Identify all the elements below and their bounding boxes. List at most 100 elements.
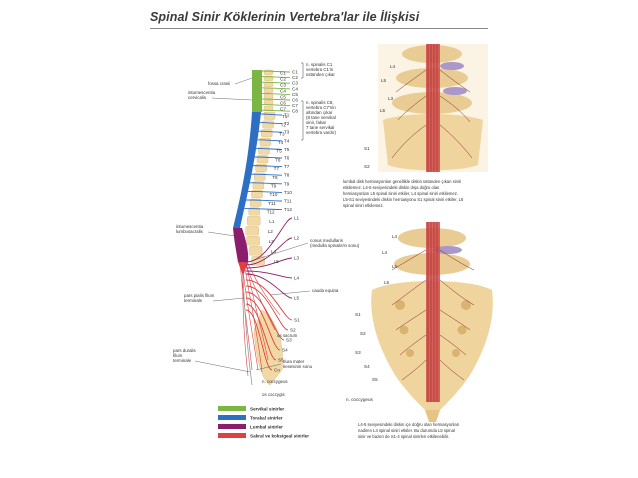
c1-annotation: n. spinalis C1 vertebra C1'in üstünden ç… xyxy=(306,62,335,77)
vertebra-label: L3 xyxy=(269,239,275,244)
spinal-nerve-line xyxy=(245,199,283,202)
top-caption-line: lumbal disk herniasyonları genellikle di… xyxy=(343,179,461,184)
label-dura-1: dura mater xyxy=(283,359,305,364)
bottom-panel-labels: L4 L4 L5 L5 S1 S2 S3 S4 S5 n. coccygeus xyxy=(346,234,398,402)
vertebra-label: T1 xyxy=(282,114,288,119)
spinal-nerve-label: L3 xyxy=(294,256,300,261)
top-label: L5 xyxy=(380,108,386,113)
label-pars-pialis-2: terminale xyxy=(184,298,203,303)
c1-note-line: n. spinalis C1 xyxy=(306,62,333,67)
vertebra-body xyxy=(252,181,265,190)
spinal-nerve-label: L2 xyxy=(294,236,300,241)
spinal-nerve-label: T8 xyxy=(284,173,290,178)
top-label: S1 xyxy=(364,146,370,151)
spinal-nerve-line xyxy=(248,182,283,185)
bottom-label: L5 xyxy=(384,280,390,285)
spinal-nerve-line xyxy=(257,70,291,73)
leader-int-lumbo xyxy=(207,231,236,237)
sacral-foramen xyxy=(406,349,414,357)
vertebra-body xyxy=(263,93,274,99)
leader-pars-pialis xyxy=(212,297,245,302)
leader-conus xyxy=(247,242,309,263)
c8-note-line: vertebra vardır) xyxy=(306,130,337,135)
top-label: L5 xyxy=(381,78,387,83)
vertebra-body xyxy=(249,198,262,207)
thoracic-cord xyxy=(233,112,261,228)
vertebra-label: L5 xyxy=(274,259,280,264)
bottom-label: L4 xyxy=(392,234,398,239)
sacral-foramen xyxy=(452,349,460,357)
spinal-nerve-line xyxy=(245,291,285,341)
label-conus-2: (medulla spinalis'in sonu) xyxy=(310,243,360,248)
spinal-nerve-label: T1 xyxy=(284,113,290,118)
label-conus-1: conus medullaris xyxy=(310,238,344,243)
leader-pars-duralis xyxy=(194,360,251,373)
legend-swatch-lumbar xyxy=(218,424,246,429)
coccyx xyxy=(425,410,440,422)
spinal-nerve-line xyxy=(245,270,293,279)
legend-swatch-thoracic xyxy=(218,415,246,420)
spinal-nerve-line xyxy=(244,208,283,211)
bottom-caption: L4-5 seviyesindeki diskin içe doğru olan… xyxy=(358,422,459,439)
spinal-nerve-line xyxy=(259,113,283,116)
c1-note-line: üstünden çıkar xyxy=(306,72,335,77)
vertebra-label: T8 xyxy=(272,175,278,180)
c8-annotation: n. spinalis C8, vertebra C7'nin altından… xyxy=(306,100,337,135)
c8-note-line: sinir, fakat xyxy=(306,120,327,125)
vertebra-label: C1 xyxy=(280,71,286,76)
legend-label-thoracic: Torakal sinirler xyxy=(250,416,283,421)
spinal-nerve-label: S1 xyxy=(294,318,300,323)
cervical-cord xyxy=(252,70,262,112)
spinal-nerve-label: C3 xyxy=(292,81,298,86)
vertebra-label: T7 xyxy=(274,166,280,171)
spinal-nerve-label: T3 xyxy=(284,130,290,135)
spinal-nerve-line xyxy=(257,92,291,95)
vertebra-label: C5 xyxy=(280,95,286,100)
spinal-nerve-label: T5 xyxy=(284,147,290,152)
c1-bracket xyxy=(301,62,304,79)
bottom-caption-line: L4-5 seviyesindeki diskin içe doğru olan… xyxy=(358,422,459,427)
disc-herniation-1 xyxy=(440,62,464,70)
vertebra-label: T5 xyxy=(276,149,282,154)
spinal-nerve-label: C4 xyxy=(292,86,298,91)
label-fossa-cranii: fossa cranii xyxy=(208,81,230,86)
legend-swatch-sacral xyxy=(218,433,246,438)
spinal-nerve-label: C7 xyxy=(292,103,298,108)
disc-herniation-b xyxy=(434,246,462,254)
vertebra-label: T10 xyxy=(269,192,277,197)
top-caption: lumbal disk herniasyonları genellikle di… xyxy=(343,179,464,208)
label-pars-duralis-1: pars duralis xyxy=(173,348,196,353)
vertebra-label: C2 xyxy=(280,77,286,82)
vertebra-label: T9 xyxy=(271,183,277,188)
top-label: S2 xyxy=(364,164,370,169)
filum-terminale xyxy=(242,275,253,386)
bottom-label: S1 xyxy=(355,312,361,317)
sacral-foramen xyxy=(395,300,405,310)
spinal-nerve-line xyxy=(257,76,291,79)
vertebra-body xyxy=(248,246,263,256)
spinal-nerve-label: C2 xyxy=(292,75,298,80)
title-rule xyxy=(150,28,488,29)
spinal-nerve-line xyxy=(257,87,291,90)
spinal-nerve-line xyxy=(252,156,283,159)
c8-note-line: (8 tane servikal xyxy=(306,115,336,120)
label-pars-pialis-1: pars pialis filum xyxy=(184,293,215,298)
spinal-nerve-label: T4 xyxy=(284,138,290,143)
bottom-label: S2 xyxy=(360,331,366,336)
label-intumescentia-lumbo-2: lumbosacralis xyxy=(176,229,204,234)
spinal-nerve-line xyxy=(251,165,283,168)
legend-label-sacral: Sakral ve koksigeal sinirler xyxy=(250,434,309,439)
c8-note-line: altından çıkar xyxy=(306,110,333,115)
label-dura-2: kesesinin sonu xyxy=(283,364,313,369)
leader-int-cerv xyxy=(211,97,253,101)
bottom-label: n. coccygeus xyxy=(346,397,374,402)
leader-dura xyxy=(255,363,282,371)
label-os-coccygis: os coccygis xyxy=(262,392,285,397)
spinal-nerve-label: S4 xyxy=(282,348,288,353)
lumbar-cord xyxy=(233,228,249,262)
c8-note-line: n. spinalis C8, xyxy=(306,100,334,105)
spinal-nerve-lines xyxy=(244,70,293,371)
vertebra-label: C6 xyxy=(280,101,286,106)
leader-cauda xyxy=(269,290,311,296)
